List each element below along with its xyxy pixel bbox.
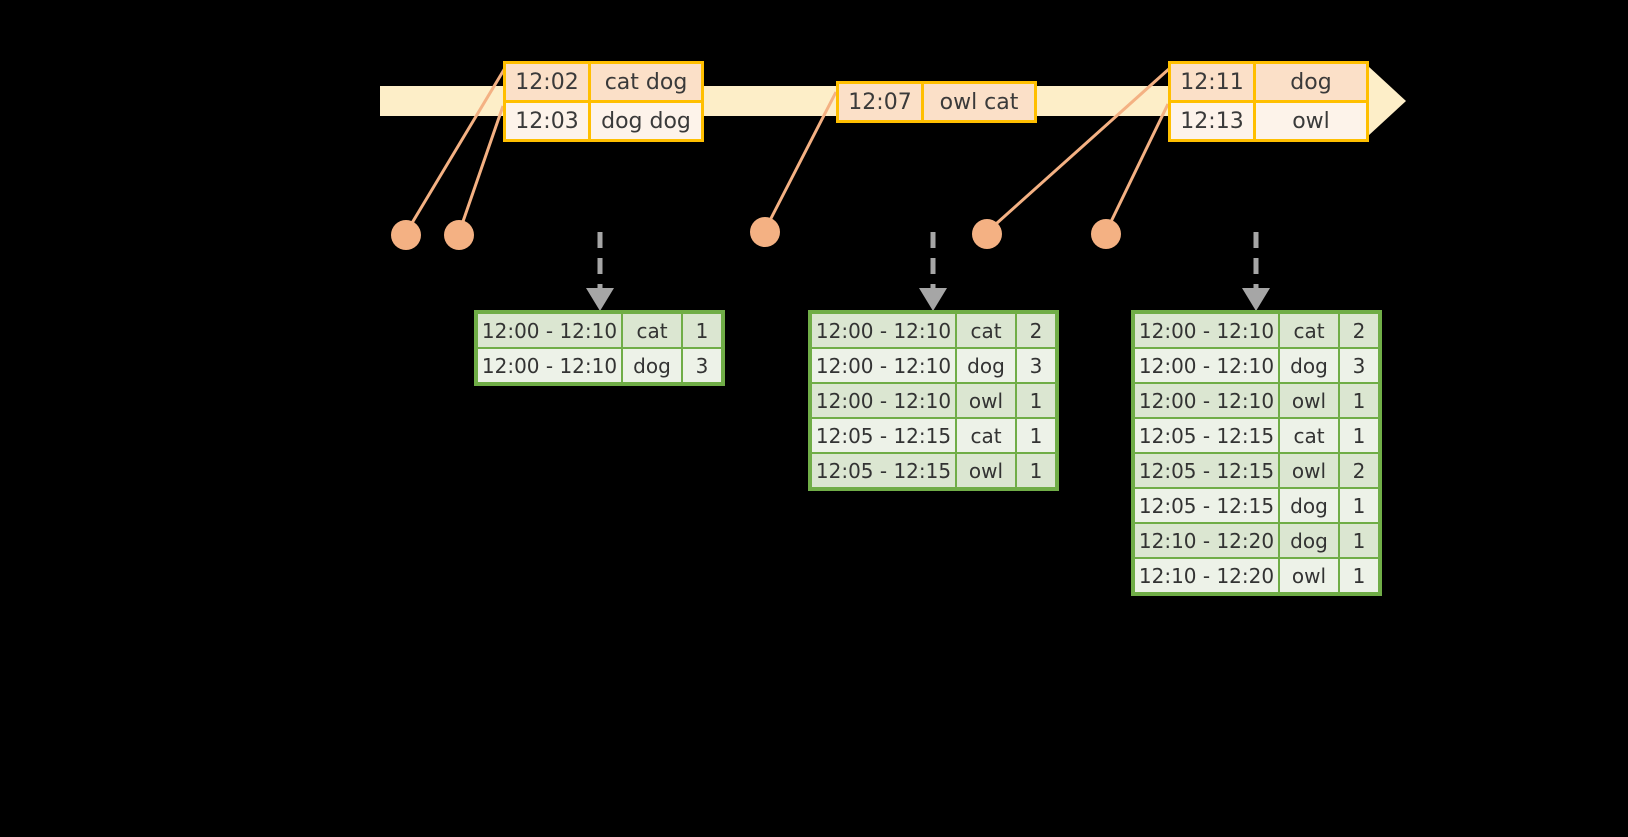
emit-arrow-2 <box>919 232 947 311</box>
key-cell: cat <box>622 313 682 348</box>
count-cell: 1 <box>1339 383 1379 418</box>
window-cell: 12:00 - 12:10 <box>477 348 622 383</box>
window-cell: 12:05 - 12:15 <box>1134 488 1279 523</box>
emit-arrow-3 <box>1242 232 1270 311</box>
window-cell: 12:05 - 12:15 <box>811 453 956 488</box>
key-cell: dog <box>1279 523 1339 558</box>
key-cell: dog <box>1279 348 1339 383</box>
window-cell: 12:00 - 12:10 <box>1134 383 1279 418</box>
window-cell: 12:00 - 12:10 <box>477 313 622 348</box>
event-time: 12:02 <box>506 64 588 100</box>
window-cell: 12:00 - 12:10 <box>811 383 956 418</box>
emit-arrow-1 <box>586 232 614 311</box>
count-cell: 1 <box>1339 558 1379 593</box>
event-payload: dog <box>1253 64 1366 100</box>
event-row[interactable]: 12:03 dog dog <box>506 100 701 139</box>
stream-dot-4 <box>972 219 1002 249</box>
key-cell: owl <box>956 453 1016 488</box>
stream-dot-5 <box>1091 219 1121 249</box>
window-cell: 12:05 - 12:15 <box>1134 453 1279 488</box>
key-cell: dog <box>1279 488 1339 523</box>
key-cell: owl <box>956 383 1016 418</box>
count-cell: 3 <box>682 348 722 383</box>
event-time: 12:03 <box>506 103 588 139</box>
key-cell: owl <box>1279 383 1339 418</box>
event-group-3[interactable]: 12:11 dog 12:13 owl <box>1168 61 1369 142</box>
count-cell: 1 <box>682 313 722 348</box>
count-cell: 2 <box>1339 313 1379 348</box>
window-cell: 12:05 - 12:15 <box>1134 418 1279 453</box>
event-row[interactable]: 12:13 owl <box>1171 100 1366 139</box>
count-cell: 2 <box>1016 313 1056 348</box>
event-time: 12:13 <box>1171 103 1253 139</box>
key-cell: owl <box>1279 558 1339 593</box>
count-cell: 1 <box>1016 383 1056 418</box>
event-group-2[interactable]: 12:07 owl cat <box>836 81 1037 123</box>
key-cell: dog <box>622 348 682 383</box>
event-payload: owl <box>1253 103 1366 139</box>
event-payload: dog dog <box>588 103 701 139</box>
window-cell: 12:05 - 12:15 <box>811 418 956 453</box>
event-time: 12:07 <box>839 84 921 120</box>
event-row[interactable]: 12:07 owl cat <box>839 84 1034 120</box>
key-cell: cat <box>1279 313 1339 348</box>
count-cell: 2 <box>1339 453 1379 488</box>
stream-dot-2 <box>444 220 474 250</box>
window-cell: 12:00 - 12:10 <box>1134 313 1279 348</box>
event-payload: owl cat <box>921 84 1034 120</box>
key-cell: cat <box>1279 418 1339 453</box>
count-cell: 1 <box>1339 418 1379 453</box>
window-cell: 12:00 - 12:10 <box>811 348 956 383</box>
window-cell: 12:00 - 12:10 <box>1134 348 1279 383</box>
event-payload: cat dog <box>588 64 701 100</box>
stream-dot-3 <box>750 217 780 247</box>
event-group-1[interactable]: 12:02 cat dog 12:03 dog dog <box>503 61 704 142</box>
count-cell: 1 <box>1016 453 1056 488</box>
key-cell: dog <box>956 348 1016 383</box>
event-row[interactable]: 12:02 cat dog <box>506 64 701 100</box>
window-cell: 12:10 - 12:20 <box>1134 523 1279 558</box>
key-cell: cat <box>956 418 1016 453</box>
count-cell: 3 <box>1339 348 1379 383</box>
event-time: 12:11 <box>1171 64 1253 100</box>
window-cell: 12:10 - 12:20 <box>1134 558 1279 593</box>
key-cell: owl <box>1279 453 1339 488</box>
count-cell: 1 <box>1339 488 1379 523</box>
stream-dot-1 <box>391 220 421 250</box>
window-cell: 12:00 - 12:10 <box>811 313 956 348</box>
count-cell: 3 <box>1016 348 1056 383</box>
key-cell: cat <box>956 313 1016 348</box>
event-row[interactable]: 12:11 dog <box>1171 64 1366 100</box>
count-cell: 1 <box>1016 418 1056 453</box>
count-cell: 1 <box>1339 523 1379 558</box>
